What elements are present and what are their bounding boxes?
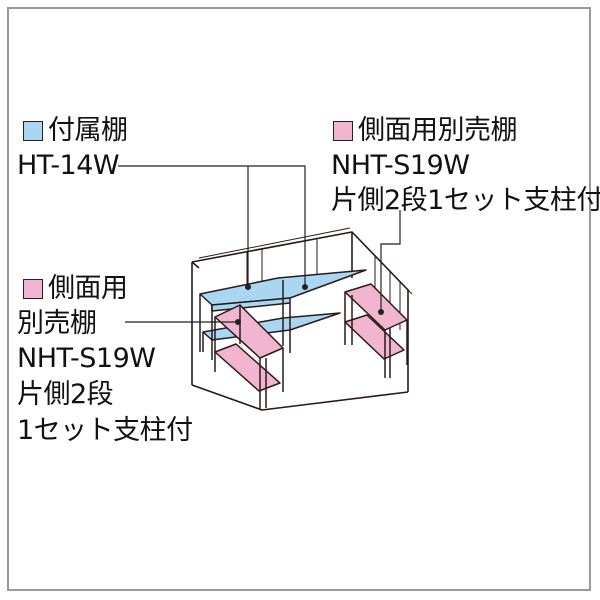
accessory-shelf (199, 269, 367, 360)
side-left-line2: 別売棚 (17, 308, 97, 339)
leader-side-right (380, 210, 401, 312)
side-left-spec2: 1セット支柱付 (17, 415, 193, 446)
side-right-spec: 片側2段1セット支柱付 (331, 185, 600, 216)
leader-accessory (118, 165, 306, 287)
side-shelf-right-label: 側面用別売棚 (333, 114, 518, 147)
accessory-model: HT-14W (17, 150, 120, 181)
side-right-swatch (333, 121, 353, 141)
shed-back-wall (191, 231, 409, 392)
accessory-title: 付属棚 (48, 115, 128, 146)
accessory-swatch (23, 121, 43, 141)
image-frame (7, 7, 591, 591)
dot-side-right (378, 309, 384, 315)
side-right-model: NHT-S19W (331, 150, 470, 181)
side-shelf-left (214, 304, 284, 410)
shed-back-wall-inner (198, 227, 351, 259)
side-shelf-right (344, 283, 408, 378)
side-shelf-left-lower (214, 343, 281, 392)
leader-lines (118, 165, 401, 323)
dot-accessory-right (302, 284, 308, 290)
side-shelf-left-label: 側面用 (23, 272, 128, 305)
side-left-title: 側面用 (48, 273, 128, 304)
dot-side-left (235, 319, 241, 325)
side-left-model: NHT-S19W (17, 343, 156, 374)
dot-accessory-left (245, 284, 251, 290)
shed-floor (191, 384, 409, 411)
shed-right-wall (355, 235, 413, 295)
side-left-swatch (23, 279, 43, 299)
accessory-shelf-label: 付属棚 (23, 114, 128, 147)
side-left-spec1: 片側2段 (17, 379, 114, 410)
side-right-title: 側面用別売棚 (358, 115, 518, 146)
leader-dots (235, 284, 384, 325)
